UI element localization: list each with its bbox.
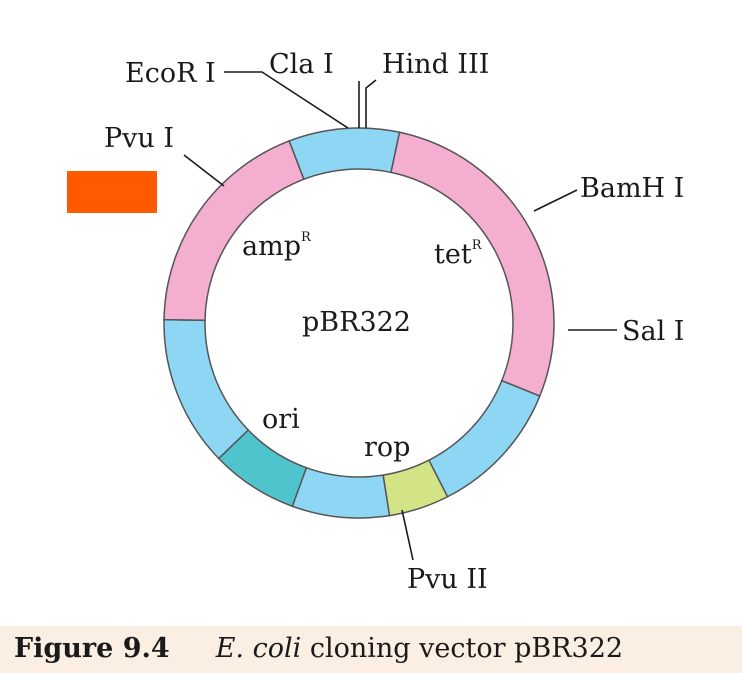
orange-marker-box [67, 171, 157, 213]
ecor1-leader-line [224, 71, 349, 129]
gene-label-rop: rop [364, 432, 410, 463]
pvu2-leader-line [401, 509, 414, 561]
ring-segment-blue-bottom [291, 466, 391, 519]
site-label-bamh1: BamH I [580, 173, 684, 204]
site-label-sal1: Sal I [622, 316, 684, 347]
caption-figure-number: Figure 9.4 [14, 633, 170, 664]
ring-segment-tet [390, 131, 555, 398]
plasmid-diagram: EcoR I Cla I Hind III Pvu I BamH I Sal I… [67, 49, 684, 595]
site-label-hind3: Hind III [382, 49, 489, 80]
figure-caption: Figure 9.4 E. coli cloning vector pBR322 [14, 633, 623, 664]
ring-segment-amp [163, 139, 305, 322]
site-label-ecor1: EcoR I [125, 58, 216, 89]
site-leader-lines [183, 71, 617, 561]
gene-label-tet: tetR [434, 238, 483, 270]
bamh1-leader-line [533, 189, 578, 212]
ring-segment-blue-top [288, 127, 401, 181]
caption-text: cloning vector pBR322 [301, 633, 624, 664]
plasmid-name: pBR322 [302, 307, 411, 338]
site-label-pvu2: Pvu II [407, 564, 488, 595]
pvu1-leader-line [183, 154, 225, 187]
ring-segment-blue-left [163, 318, 250, 460]
ring-segment-blue-right [427, 379, 541, 498]
site-label-pvu1: Pvu I [104, 123, 174, 154]
gene-label-amp: ampR [242, 230, 312, 262]
caption-bar [0, 626, 742, 673]
site-label-cla1: Cla I [269, 49, 334, 80]
gene-label-ori: ori [262, 404, 300, 435]
caption-organism: E. coli [215, 633, 302, 664]
hind3-leader-line [365, 79, 377, 128]
